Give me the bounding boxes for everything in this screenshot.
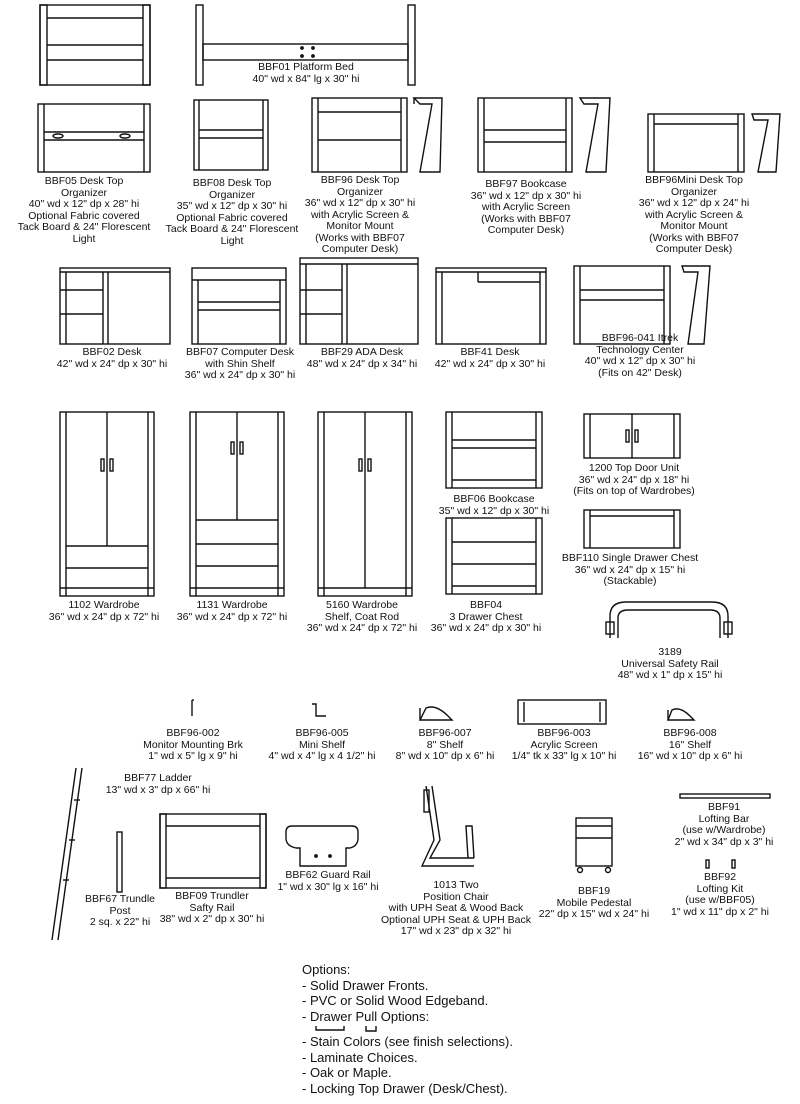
bbf02-drawing	[59, 267, 171, 345]
bbf77-ladder-drawing	[51, 767, 83, 941]
bbf110-drawing	[583, 509, 681, 549]
options-list: Options: - Solid Drawer Fronts. - PVC or…	[302, 962, 513, 1096]
platform-bed-drawing	[195, 4, 416, 86]
bbf91-drawing	[679, 793, 771, 799]
option-item: - Solid Drawer Fronts.	[302, 977, 429, 993]
option-item: - Drawer Pull Options:	[302, 1008, 430, 1024]
bar-pull-icon	[315, 1026, 345, 1031]
bbf06-drawing	[445, 411, 543, 489]
bbf96007-drawing	[418, 706, 454, 721]
bed-headboard-drawing	[39, 4, 151, 86]
bbf96003-drawing	[517, 699, 607, 725]
drawer-pull-options	[302, 1024, 513, 1034]
wardrobe-5160-drawing	[317, 411, 413, 597]
bbf92-drawing	[705, 859, 736, 869]
bbf97-drawing	[477, 97, 611, 173]
wardrobe-1102-drawing	[59, 411, 155, 597]
wardrobe-1131-drawing	[189, 411, 285, 597]
r3189-drawing	[605, 601, 733, 638]
option-item: - Laminate Choices.	[302, 1049, 418, 1065]
option-item: - PVC or Solid Wood Edgeband.	[302, 993, 489, 1008]
bbf07-drawing	[191, 267, 287, 345]
bbf96002-drawing	[191, 699, 194, 716]
bbf96005-drawing	[312, 703, 326, 717]
bbf96mini-drawing	[647, 113, 781, 173]
bbf05-drawing	[37, 103, 151, 173]
bbf08-drawing	[193, 99, 269, 171]
bbf29-drawing	[299, 257, 419, 345]
u1200-drawing	[583, 413, 681, 459]
bbf41-drawing	[435, 267, 547, 345]
drawer-pull-icons	[315, 1026, 377, 1032]
bbf96008-drawing	[666, 708, 696, 721]
bbf96-drawing	[311, 97, 443, 173]
bbf09-drawing	[159, 813, 267, 889]
bbf67-drawing	[116, 831, 123, 893]
options-heading: Options:	[302, 962, 351, 977]
option-item: - Stain Colors (see finish selections).	[302, 1034, 513, 1049]
handle-pull-icon	[365, 1026, 377, 1032]
bbf04-drawing	[445, 517, 543, 595]
option-item: - Locking Top Drawer (Desk/Chest).	[302, 1080, 508, 1096]
bbf96041-drawing	[573, 265, 711, 345]
option-item: - Oak or Maple.	[302, 1065, 392, 1080]
c1013-chair-drawing	[420, 785, 475, 867]
bbf62-drawing	[285, 825, 359, 867]
bbf19-drawing	[575, 817, 613, 874]
